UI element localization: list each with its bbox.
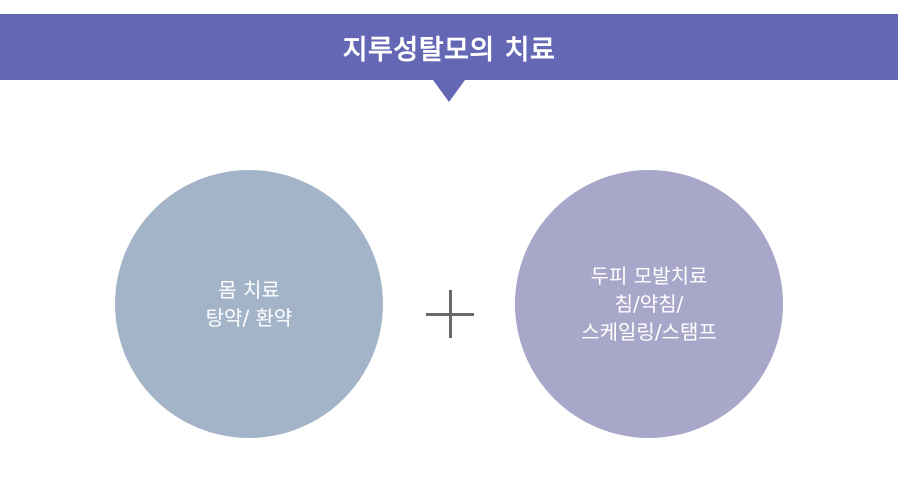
- title-banner: 지루성탈모의 치료: [0, 14, 898, 80]
- plus-icon: [426, 290, 474, 338]
- plus-vertical-bar: [449, 290, 452, 338]
- scalp-treatment-circle: 두피 모발치료 침/약침/ 스케일링/스탬프: [515, 170, 783, 438]
- scalp-treatment-detail-2: 스케일링/스탬프: [581, 320, 717, 344]
- scalp-treatment-detail-1: 침/약침/: [614, 292, 684, 316]
- body-treatment-title: 몸 치료: [218, 278, 280, 302]
- page-title: 지루성탈모의 치료: [342, 34, 556, 66]
- body-treatment-circle: 몸 치료 탕약/ 환약: [115, 170, 383, 438]
- scalp-treatment-title: 두피 모발치료: [590, 264, 708, 288]
- banner-pointer-triangle: [433, 80, 465, 102]
- body-treatment-detail: 탕약/ 환약: [205, 306, 293, 330]
